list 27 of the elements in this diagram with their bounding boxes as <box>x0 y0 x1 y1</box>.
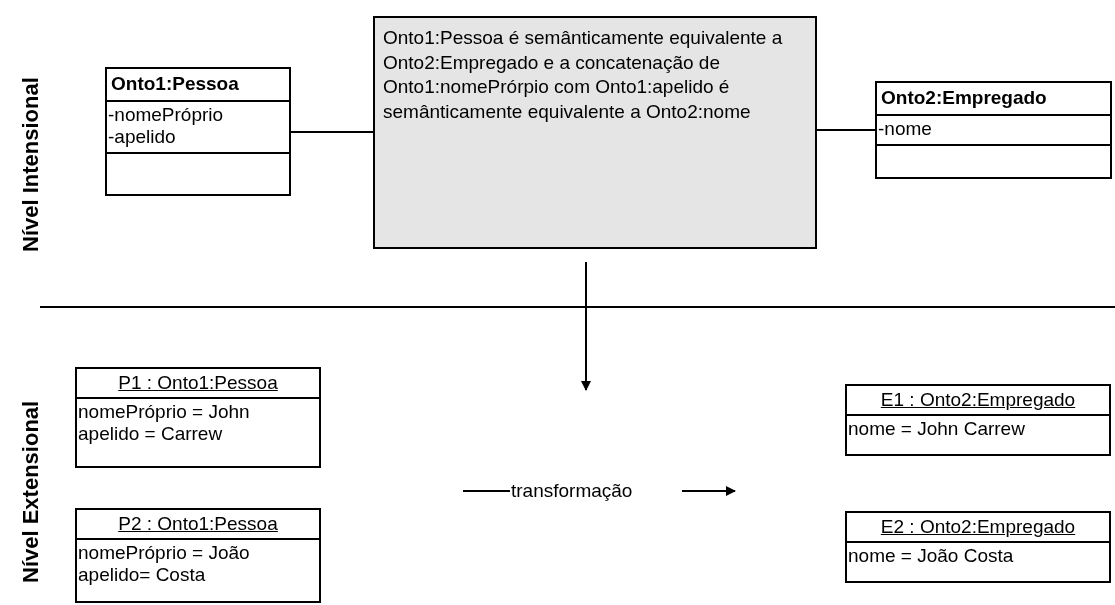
attribute-value: nomePróprio = John <box>78 401 251 423</box>
object-name: E2 : Onto2:Empregado <box>847 513 1109 543</box>
class-name: Onto2:Empregado <box>877 83 1110 116</box>
level-label: Nível Intensional <box>18 77 44 252</box>
object-name: P2 : Onto1:Pessoa <box>77 510 319 540</box>
note-box <box>373 16 817 249</box>
attribute-value: nome = John Carrew <box>848 418 1026 440</box>
attribute-text: -apelido <box>108 126 177 148</box>
object-box <box>75 508 321 603</box>
attribute-value: nomePróprio = João <box>78 542 251 564</box>
object-box <box>845 511 1111 583</box>
connector-line <box>816 129 876 131</box>
level-label: Nível Extensional <box>18 400 44 583</box>
attribute-text: -nomePróprio <box>108 104 225 126</box>
connector-line <box>290 131 374 133</box>
object-box <box>75 367 321 468</box>
class-box <box>105 67 291 196</box>
object-name: E1 : Onto2:Empregado <box>847 386 1109 416</box>
object-name: P1 : Onto1:Pessoa <box>77 369 319 399</box>
attribute-value: apelido= Costa <box>78 564 207 586</box>
note-text: Onto1:Pessoa é semânticamente equivalente a Onto2:Empregado e a concatenação de Onto1:nomePrórpio com Onto1:apelido é semânticamente equivalente a Onto2:nome <box>383 26 784 124</box>
attribute-value: nome = João Costa <box>848 545 1015 567</box>
object-box <box>845 384 1111 456</box>
class-box <box>875 81 1112 179</box>
class-name: Onto1:Pessoa <box>107 69 289 102</box>
attribute-text: -nome <box>878 118 933 140</box>
attribute-value: apelido = Carrew <box>78 423 224 445</box>
